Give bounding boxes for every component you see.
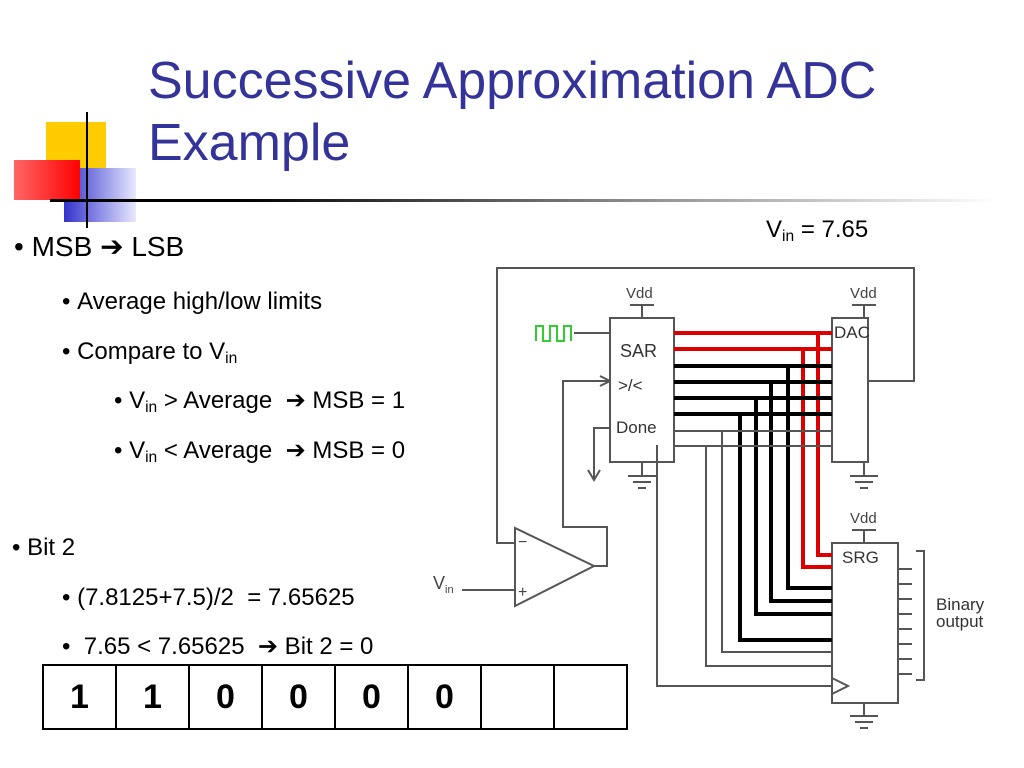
clock-signal-icon — [535, 325, 572, 342]
slide-title: Successive Approximation ADC Example — [148, 50, 1018, 174]
title-line-1: Successive Approximation ADC — [148, 52, 877, 110]
bit-cell-3: 0 — [334, 664, 409, 730]
bullet-bit2-compare: • 7.65 < 7.65625 ➔ Bit 2 = 0 — [62, 633, 374, 660]
bullet-average-calc: • (7.8125+7.5)/2 = 7.65625 — [62, 584, 355, 611]
srg-vdd-label: Vdd — [850, 510, 877, 527]
binary-output-label-1: Binary — [936, 595, 985, 614]
srg-label: SRG — [842, 548, 879, 567]
bullet-vin-greater: • Vin > Average ➔ MSB = 1 — [114, 387, 406, 416]
title-underline — [50, 199, 1000, 202]
bus-wires-active — [674, 331, 832, 569]
done-arrow — [587, 469, 601, 482]
dac-vdd-line — [852, 304, 876, 318]
sar-compare-input-label: >/< — [618, 376, 643, 395]
vertical-line-decoration — [86, 112, 88, 228]
sar-ground-symbol — [628, 462, 656, 489]
sar-vdd-label: Vdd — [626, 285, 653, 302]
bullet-bit2: • Bit 2 — [12, 534, 76, 561]
binary-output-bracket — [916, 550, 925, 681]
srg-output-pins — [898, 550, 925, 681]
bullet-average-limits: • Average high/low limits — [62, 288, 323, 315]
bit-cell-6: 1 — [115, 664, 190, 730]
bit-cell-5: 0 — [188, 664, 263, 730]
dac-feedback-wire — [496, 267, 915, 544]
sar-vdd-line — [630, 304, 654, 318]
right-arrow-icon: ➔ — [257, 633, 279, 660]
dac-block — [831, 317, 869, 463]
comparator-minus-label: − — [518, 534, 527, 551]
bit-row: 1 1 0 0 0 0 — [42, 664, 628, 730]
vin-input-label: Vin — [433, 573, 454, 596]
comparator-triangle — [514, 526, 597, 608]
binary-output-label-2: output — [936, 612, 984, 631]
right-arrow-icon: ➔ — [285, 437, 306, 464]
right-arrow-icon: ➔ — [100, 231, 124, 262]
red-square-decoration — [14, 160, 80, 200]
comparator-output-wire — [562, 380, 610, 567]
right-arrow-icon: ➔ — [285, 387, 306, 414]
bit-cell-1 — [480, 664, 555, 730]
bit-cell-2: 0 — [407, 664, 482, 730]
comparator-plus-label: + — [518, 584, 527, 601]
bit-register-table: 1 1 0 0 0 0 — [42, 664, 628, 730]
title-line-2: Example — [148, 114, 351, 172]
sar-done-label: Done — [616, 418, 657, 437]
srg-clock-wire — [656, 445, 832, 687]
sar-label: SAR — [620, 341, 657, 361]
dac-ground-symbol — [850, 462, 878, 489]
bullet-msb-lsb: • MSB ➔ LSB — [14, 231, 185, 262]
srg-ground-symbol — [850, 703, 878, 729]
dac-label: DAC — [834, 323, 870, 342]
srg-block — [831, 542, 899, 704]
bus-wires-thin — [674, 430, 832, 667]
bit-cell-4: 0 — [261, 664, 336, 730]
srg-vdd-line — [852, 529, 876, 543]
done-wire — [593, 427, 610, 478]
bit-cell-7: 1 — [42, 664, 117, 730]
bullet-compare-vin: • Compare to Vin — [62, 338, 238, 367]
srg-clock-arrow — [831, 677, 851, 695]
bit-cell-0 — [553, 664, 628, 730]
bus-wires-inactive — [674, 364, 832, 642]
bullet-vin-less: • Vin < Average ➔ MSB = 0 — [114, 437, 406, 466]
vin-value-label: Vin = 7.65 — [766, 216, 869, 245]
dac-vdd-label: Vdd — [850, 285, 877, 302]
